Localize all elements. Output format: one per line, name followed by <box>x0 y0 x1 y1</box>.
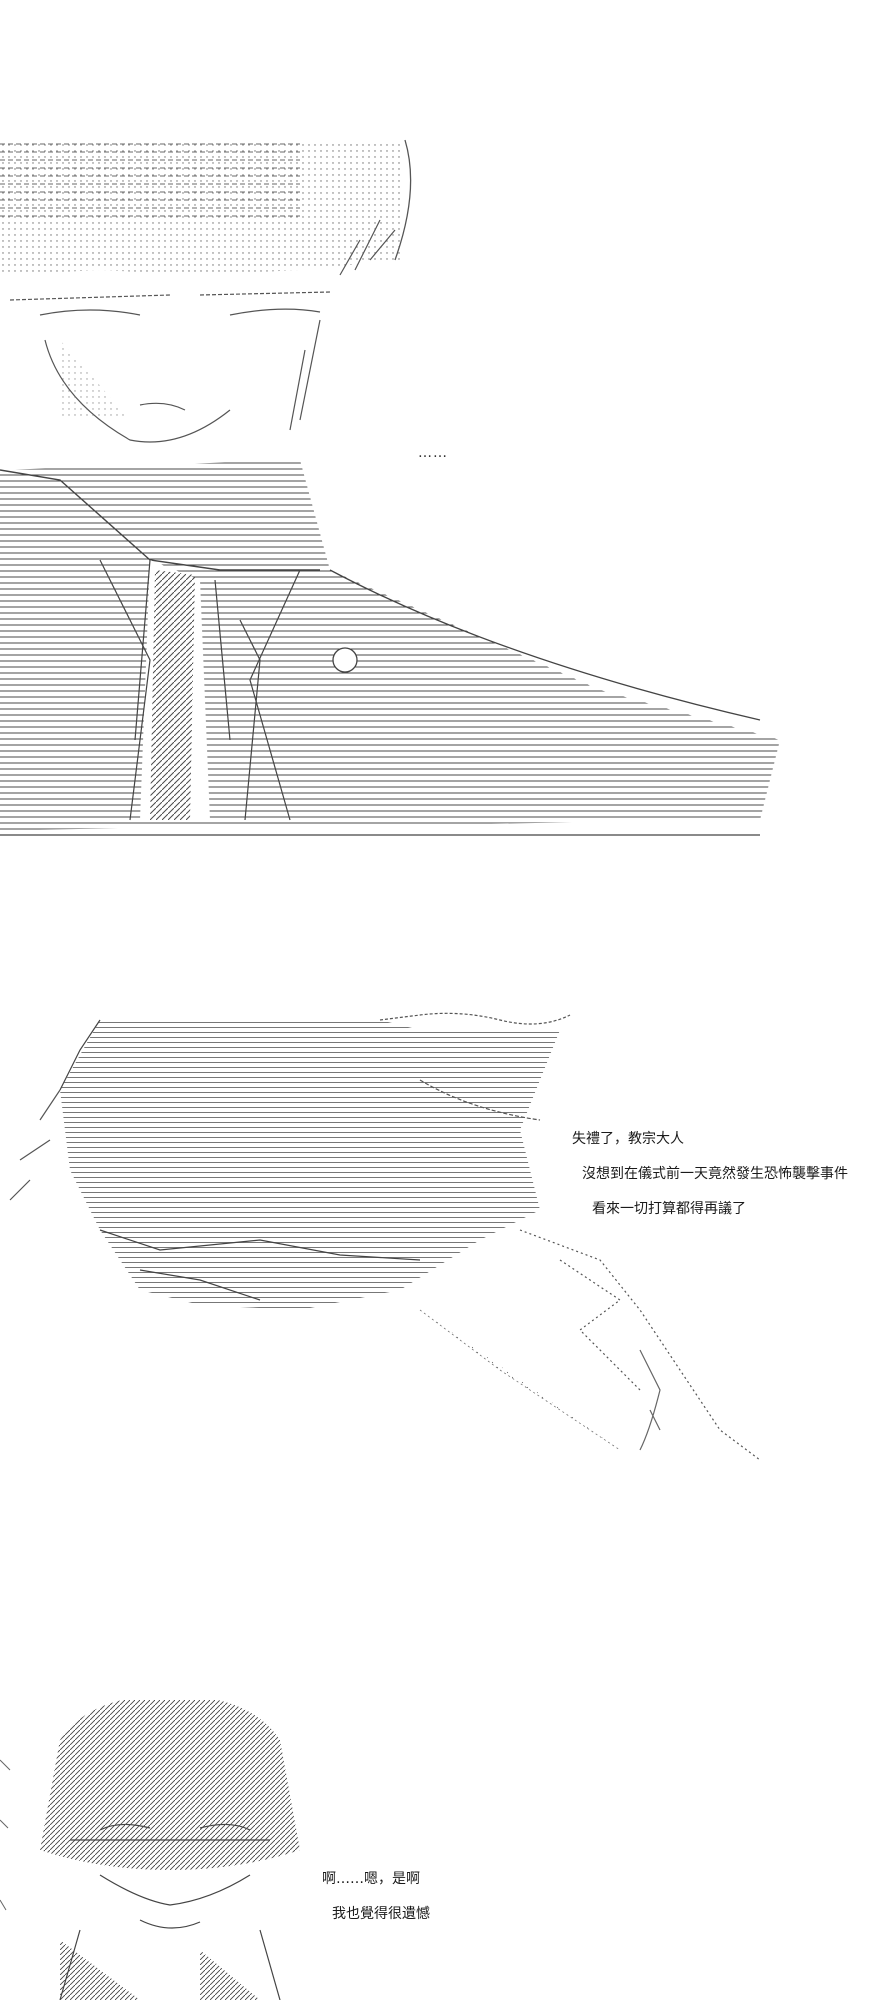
suit-figure-art <box>0 139 780 836</box>
panel-head-figure: 啊……嗯，是啊 我也覺得很遺憾 <box>0 1700 895 2000</box>
dialogue-line-3: 看來一切打算都得再議了 <box>592 1201 746 1217</box>
dialogue-line-1: 啊……嗯，是啊 <box>322 1871 420 1887</box>
robe-figure-art <box>9 1012 761 1461</box>
panel-robe-figure: 失禮了，教宗大人 沒想到在儀式前一天竟然發生恐怖襲擊事件 看來一切打算都得再議了 <box>0 1010 895 1490</box>
ellipsis-text: …… <box>418 445 448 461</box>
dialogue-line-2: 我也覺得很遺憾 <box>332 1906 430 1922</box>
head-figure-art <box>0 1700 300 2000</box>
panel-suit-figure: …… <box>0 100 895 860</box>
dialogue-line-1: 失禮了，教宗大人 <box>572 1131 684 1147</box>
dialogue-line-2: 沒想到在儀式前一天竟然發生恐怖襲擊事件 <box>582 1166 848 1182</box>
